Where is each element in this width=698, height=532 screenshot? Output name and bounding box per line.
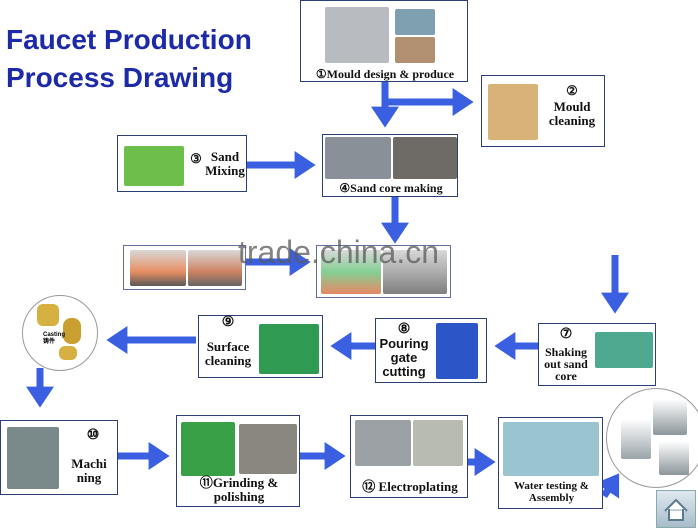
casting-image xyxy=(37,304,59,326)
shot-blast-machine-image xyxy=(259,324,319,374)
step-7-box: ⑦ Shaking out sand core xyxy=(538,323,656,386)
step-11-num: ⑪ xyxy=(199,475,213,490)
step-9-num: ⑨ xyxy=(221,315,235,330)
step-7-num: ⑦ xyxy=(559,327,573,342)
step-1-num: ① xyxy=(315,67,327,81)
step-6-box xyxy=(316,245,451,298)
core-making-image xyxy=(393,137,457,179)
step-13-label: Water testing & Assembly xyxy=(514,480,589,504)
casting-machine-image xyxy=(321,250,381,294)
plating-line-image xyxy=(355,420,411,466)
watermark: trade.china.cn xyxy=(238,234,440,270)
sand-mixer-image xyxy=(124,146,184,186)
plated-faucet-image xyxy=(413,420,463,466)
step-10-label: Machi ning xyxy=(71,456,107,485)
arrow-13-to-product xyxy=(595,473,620,499)
polishing-image xyxy=(239,424,297,474)
step-1-box: ①Mould design & produce xyxy=(300,0,468,82)
step-10-box: ⑩ Machi ning xyxy=(0,420,118,495)
step-9-label: Surface cleaning xyxy=(204,339,252,368)
step-7-label: Shaking out sand core xyxy=(544,345,588,383)
step-12-num: ⑫ xyxy=(362,479,376,494)
title-line-2: Process Drawing xyxy=(6,62,234,93)
step-3-box: ③ Sand Mixing xyxy=(117,135,247,192)
title-line-1: Faucet Production xyxy=(6,24,252,55)
step-10-num: ⑩ xyxy=(86,428,100,443)
step-8-num: ⑧ xyxy=(397,322,411,337)
grinding-machine-image xyxy=(181,422,235,476)
step-4-box: ④Sand core making xyxy=(322,134,458,197)
step-9-box: ⑨ Surface cleaning xyxy=(198,315,323,378)
faucet-image xyxy=(653,399,687,435)
home-button[interactable] xyxy=(656,490,696,528)
step-12-box: ⑫ Electroplating xyxy=(350,415,468,498)
step-2-label: Mould cleaning xyxy=(548,99,596,128)
step-12-label: Electroplating xyxy=(378,479,458,494)
step-8-box: ⑧ Pouring gate cutting xyxy=(375,318,487,383)
pouring-image xyxy=(188,250,242,286)
mould-image xyxy=(395,37,435,63)
step-4-num: ④ xyxy=(339,181,351,195)
step-13-box: Water testing & Assembly xyxy=(498,417,603,509)
foundry-image xyxy=(383,250,447,294)
core-machine-image xyxy=(325,137,391,179)
step-2-num: ② xyxy=(566,83,578,98)
cnc-machine-image xyxy=(325,7,389,63)
faucet-image xyxy=(659,441,689,475)
assembly-line-image xyxy=(503,422,599,476)
step-4-label: Sand core making xyxy=(350,181,443,195)
casting-image xyxy=(63,318,81,344)
step-5-box xyxy=(123,245,246,290)
step-8-label: Pouring gate cutting xyxy=(379,336,429,379)
home-icon xyxy=(664,498,688,521)
faucet-image xyxy=(621,419,651,459)
step-11-label: Grinding & polishing xyxy=(212,475,279,504)
shakeout-machine-image xyxy=(595,332,653,368)
casting-label-cn: 铸件 xyxy=(43,339,56,345)
blasting-cabinet-image xyxy=(488,84,538,140)
melting-image xyxy=(130,250,186,286)
step-11-box: ⑪Grinding & polishing xyxy=(176,415,300,507)
step-2-box: ② Mould cleaning xyxy=(481,75,605,147)
casting-label-en: Casting xyxy=(43,332,66,338)
finished-faucets-circle xyxy=(606,388,698,488)
milling-machine-image xyxy=(7,427,59,489)
cutting-machine-image xyxy=(436,323,478,379)
step-1-label: Mould design & produce xyxy=(326,67,455,81)
mould-drawing-image xyxy=(395,9,435,35)
step-3-label: Sand Mixing xyxy=(205,149,245,178)
casting-image xyxy=(59,346,77,360)
step-3-num: ③ xyxy=(190,151,202,166)
